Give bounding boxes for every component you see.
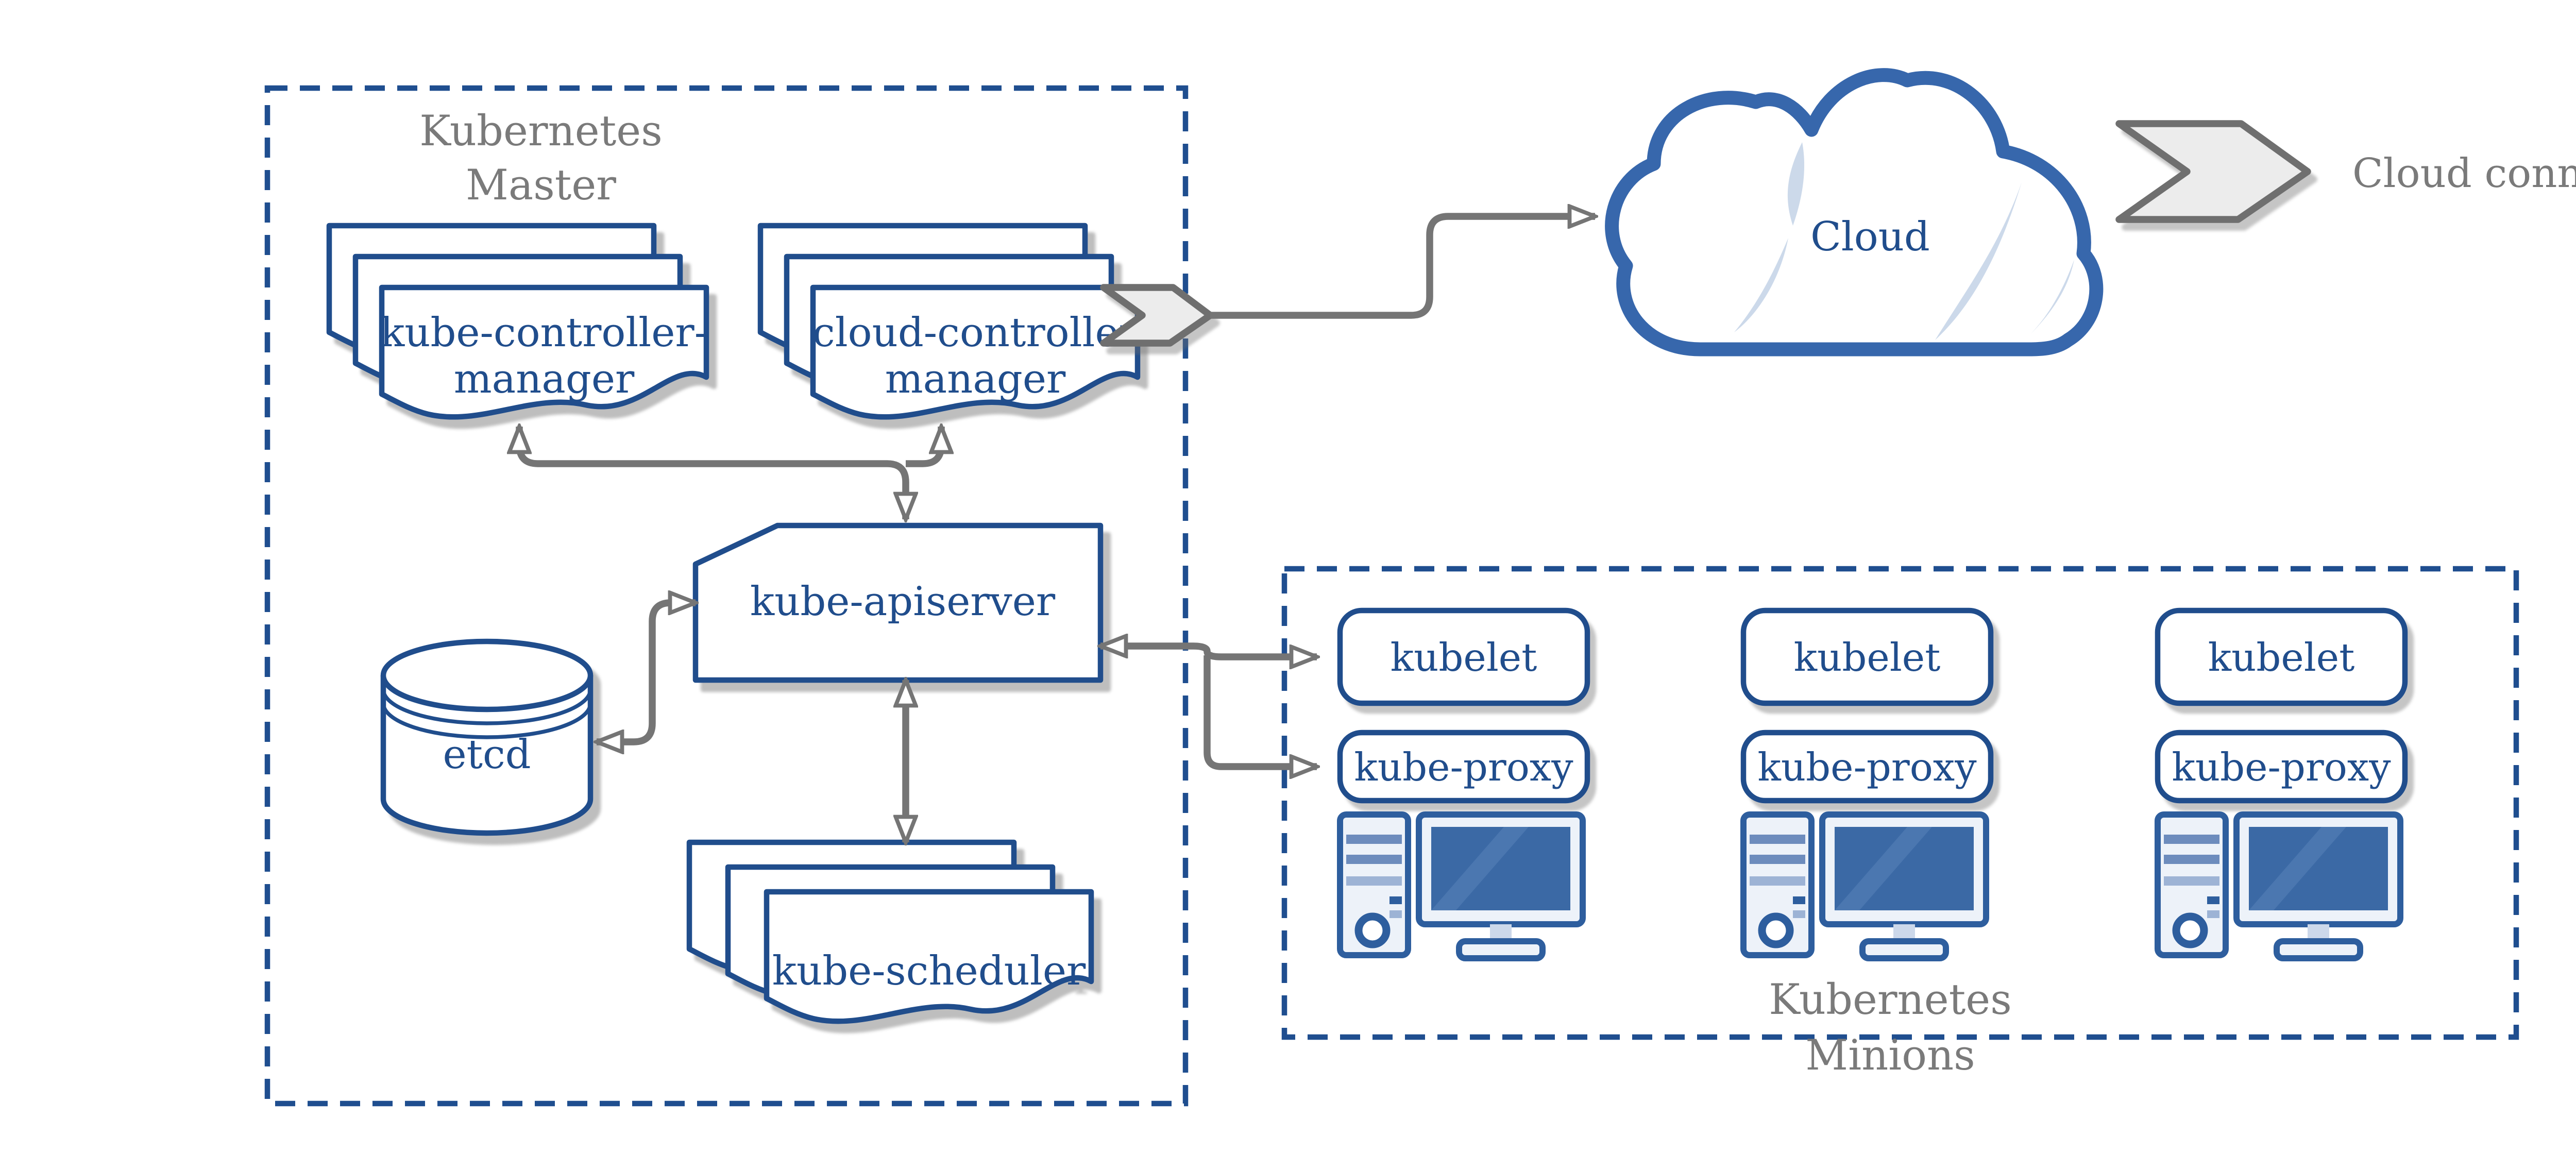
kube-proxy-label: kube-proxy bbox=[2172, 744, 2391, 790]
etcd-node: etcd bbox=[380, 638, 594, 836]
minion-node-2: kubelet kube-proxy bbox=[1740, 607, 1994, 961]
tower-bay bbox=[1346, 876, 1402, 886]
minions-dashed-border bbox=[1281, 566, 2519, 1040]
kubelet-box bbox=[1740, 607, 1994, 706]
kube-proxy-box bbox=[1337, 730, 1590, 804]
document-card-front bbox=[379, 284, 709, 420]
tower-bay bbox=[1346, 835, 1402, 844]
desktop-computer-icon bbox=[1740, 811, 1989, 961]
cloud-controller-manager-stack: cloud-controller manager bbox=[757, 223, 1141, 420]
tower-button bbox=[2207, 896, 2219, 904]
minions-title-line2: Minions bbox=[1805, 1031, 1975, 1080]
tower-bay bbox=[1346, 855, 1402, 864]
master-dashed-border bbox=[264, 85, 1189, 1107]
cylinder-ring bbox=[381, 703, 592, 739]
kube-proxy-label: kube-proxy bbox=[1354, 744, 1573, 790]
kube-scheduler-stack: kube-scheduler bbox=[686, 839, 1094, 1024]
arrow-apiserver-to-cloud-controller-manager bbox=[906, 427, 941, 467]
screen-glare bbox=[1835, 827, 1932, 910]
etcd-label: etcd bbox=[443, 732, 531, 778]
kube-controller-manager-stack: kube-controller- manager bbox=[326, 223, 709, 420]
tower-power-button bbox=[2172, 912, 2208, 948]
tower-bay bbox=[1750, 855, 1805, 864]
tower-button bbox=[1793, 910, 1805, 918]
cloud-controller-manager-label-line2: manager bbox=[885, 356, 1066, 402]
tower-button bbox=[2207, 910, 2219, 918]
cloud-highlight-sliver bbox=[1787, 142, 1805, 226]
kube-proxy-label: kube-proxy bbox=[1757, 744, 1977, 790]
master-title-line1: Kubernetes bbox=[419, 107, 663, 156]
kube-apiserver-node: kube-apiserver bbox=[692, 522, 1104, 683]
tower-button bbox=[1793, 896, 1805, 904]
monitor-base bbox=[1456, 938, 1546, 961]
kube-controller-manager-label-line2: manager bbox=[454, 356, 635, 402]
cylinder-ring bbox=[381, 689, 592, 725]
kubelet-box bbox=[1337, 607, 1590, 706]
kubelet-label: kubelet bbox=[1391, 635, 1537, 680]
tower-button bbox=[1389, 910, 1402, 918]
desktop-computer-icon bbox=[2155, 811, 2403, 961]
master-title-line2: Master bbox=[466, 161, 616, 210]
kube-apiserver-label: kube-apiserver bbox=[750, 579, 1056, 625]
master-group: Kubernetes Master kube-controller- manag… bbox=[264, 85, 1214, 1107]
arrow-apiserver-to-kubelet bbox=[1100, 646, 1317, 657]
tower-bay bbox=[2164, 876, 2219, 886]
kube-proxy-box bbox=[2155, 730, 2408, 804]
monitor-base bbox=[2274, 938, 2363, 961]
kube-controller-manager-label-line1: kube-controller- bbox=[380, 310, 708, 356]
legend-group: Cloud connector bbox=[2115, 120, 2576, 223]
monitor-base bbox=[1859, 938, 1949, 961]
screen-glare bbox=[2249, 827, 2346, 910]
kubelet-label: kubelet bbox=[2208, 635, 2355, 680]
legend-label: Cloud connector bbox=[2352, 150, 2576, 197]
document-card-front bbox=[810, 284, 1141, 420]
desktop-computer-icon bbox=[1337, 811, 1586, 961]
arrow-apiserver-etcd bbox=[597, 603, 696, 742]
minion-node-3: kubelet kube-proxy bbox=[2155, 607, 2408, 961]
minion-node-1: kubelet kube-proxy bbox=[1337, 607, 1590, 961]
chevron-arrow-icon bbox=[2115, 120, 2311, 223]
cloud-label: Cloud bbox=[1810, 214, 1930, 260]
arrow-cloud-connector-to-cloud bbox=[1210, 216, 1595, 319]
document-card-front bbox=[764, 889, 1094, 1024]
tower-bay bbox=[2164, 855, 2219, 864]
database-cylinder-icon bbox=[380, 675, 594, 836]
cloud-icon bbox=[1605, 68, 2104, 357]
kube-proxy-box bbox=[1740, 730, 1994, 804]
cloud-controller-manager-label-line1: cloud-controller bbox=[812, 310, 1139, 356]
tower-bay bbox=[1750, 835, 1805, 844]
tower-bay bbox=[2164, 835, 2219, 844]
tower-power-button bbox=[1354, 912, 1391, 948]
tower-bay bbox=[1750, 876, 1805, 886]
tower-power-button bbox=[1758, 912, 1794, 948]
cylinder-top-ellipse bbox=[380, 638, 594, 713]
kubelet-label: kubelet bbox=[1794, 635, 1941, 680]
arrow-apiserver-to-controller-manager bbox=[519, 427, 906, 519]
cloud-group: Cloud bbox=[1210, 68, 2104, 357]
kube-scheduler-label: kube-scheduler bbox=[772, 948, 1086, 994]
cloud-connector-chevron-icon bbox=[1100, 284, 1214, 347]
screen-glare bbox=[1431, 827, 1529, 910]
arrow-apiserver-to-kube-proxy bbox=[1204, 655, 1317, 767]
minions-group: kubelet kube-proxy bbox=[1100, 566, 2519, 1080]
tower-button bbox=[1389, 896, 1402, 904]
minions-title-line1: Kubernetes bbox=[1769, 976, 2012, 1024]
kubelet-box bbox=[2155, 607, 2408, 706]
